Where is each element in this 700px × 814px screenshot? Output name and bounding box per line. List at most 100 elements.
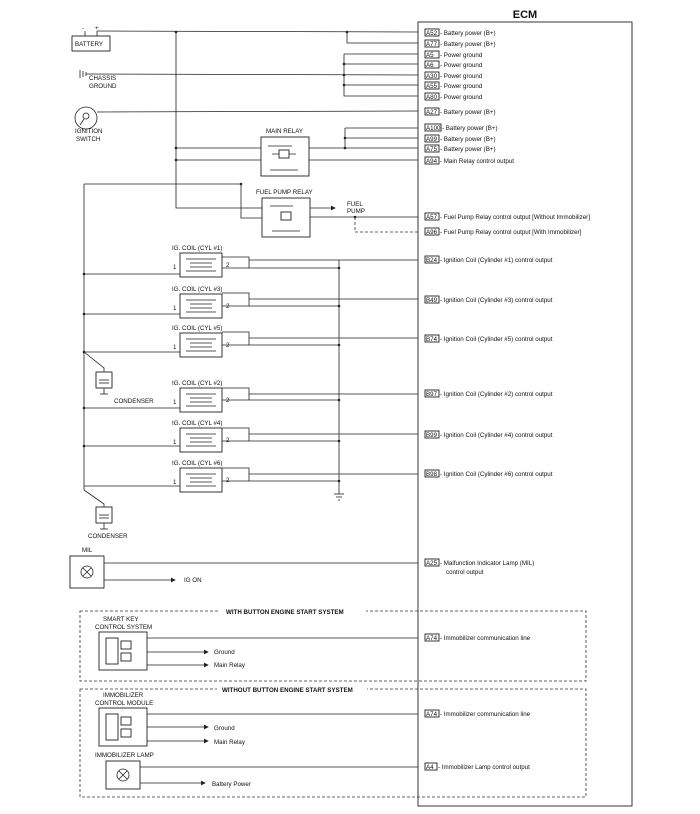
battery-plus: + <box>95 25 99 32</box>
coil-pin1: 1 <box>173 479 177 486</box>
chassis-label-2: GROUND <box>89 83 117 90</box>
pin-desc: - Battery power (B+) <box>442 125 498 132</box>
pin-desc: - Battery power (B+) <box>440 136 496 143</box>
pin-row: A74 - Immobilizer communication line <box>424 709 531 718</box>
pin-desc: - Immobilizer communication line <box>440 711 531 718</box>
pin-label: A74 <box>426 711 438 718</box>
pin-label: A6 <box>426 62 434 69</box>
pin-label: B98 <box>426 471 438 478</box>
pin-desc: - Ignition Coil (Cylinder #4) control ou… <box>440 432 553 439</box>
pin-desc: - Battery power (B+) <box>440 41 496 48</box>
coil-pin2: 2 <box>226 477 230 484</box>
pin-row: A94 - Main Relay control output <box>424 156 514 165</box>
ignition-label-1: IGNITION <box>75 128 103 135</box>
pin-label: A27 <box>426 109 438 116</box>
ig-on-label: IG ON <box>184 577 202 584</box>
pin-label: A5 <box>426 52 434 59</box>
pin-row: B74 - Ignition Coil (Cylinder #5) contro… <box>424 334 553 343</box>
pin-row: A75 - Battery power (B+) <box>424 144 496 153</box>
pin-row: A5 - Power ground <box>424 50 483 59</box>
immobilizer-lamp-label: IMMOBILIZER LAMP <box>95 752 154 759</box>
pin-desc: - Ignition Coil (Cylinder #2) control ou… <box>440 391 553 398</box>
pin-label: B24 <box>426 257 438 264</box>
pin-desc: - Power ground <box>440 73 483 80</box>
pin-desc-line2: control output <box>446 569 484 576</box>
pin-label: A57 <box>426 214 438 221</box>
coil-label: IG. COIL (CYL #3) <box>172 286 222 293</box>
condenser: CONDENSER <box>83 351 154 405</box>
pin-row: A100 - Battery power (B+) <box>424 123 498 132</box>
pin-label: B49 <box>426 297 438 304</box>
coil-ground-symbol <box>334 493 344 501</box>
mil: MIL <box>69 547 105 589</box>
pin-desc: - Power ground <box>440 62 483 69</box>
ground-label: Ground <box>214 649 235 656</box>
lamp-icon <box>80 565 94 579</box>
battery-label: BATTERY <box>75 41 103 48</box>
pin-row: A77 - Battery power (B+) <box>424 39 496 48</box>
pin-desc: - Fuel Pump Relay control output [With I… <box>440 229 582 236</box>
mil-label: MIL <box>82 547 93 554</box>
module-label-2: CONTROL SYSTEM <box>95 624 152 631</box>
pin-desc: - Battery power (B+) <box>440 109 496 116</box>
module-label-2: CONTROL MODULE <box>95 700 153 707</box>
pin-label: A74 <box>426 635 438 642</box>
pin-row: B97 - Ignition Coil (Cylinder #2) contro… <box>424 389 553 398</box>
pin-desc: - Immobilizer Lamp control output <box>438 764 530 771</box>
condenser-label: CONDENSER <box>114 398 154 405</box>
coil-pin1: 1 <box>173 264 177 271</box>
pin-row: A55 - Power ground <box>424 81 483 90</box>
lamp-icon <box>116 768 130 782</box>
pin-desc: - Ignition Coil (Cylinder #1) control ou… <box>440 257 553 264</box>
pin-label: B74 <box>426 336 438 343</box>
pin-label: A99 <box>426 136 438 143</box>
pin-label: A55 <box>426 83 438 90</box>
pin-desc: - Power ground <box>440 94 483 101</box>
fuel-pump-label-1: FUEL <box>347 201 363 208</box>
module-label-1: IMMOBILIZER <box>103 692 144 699</box>
pin-label: A25 <box>426 560 438 567</box>
pin-label: A30 <box>426 73 438 80</box>
pin-row: A96 - Fuel Pump Relay control output [Wi… <box>424 227 582 236</box>
pin-row: A25 - Malfunction Indicator Lamp (MIL) co… <box>424 558 534 576</box>
condenser-label: CONDENSER <box>88 533 128 540</box>
coil-label: IG. COIL (CYL #6) <box>172 460 222 467</box>
pin-label: A75 <box>426 146 438 153</box>
coil-pin1: 1 <box>173 439 177 446</box>
ignition-coil: IG. COIL (CYL #2) 1 2 <box>84 380 418 413</box>
coil-label: IG. COIL (CYL #2) <box>172 380 222 387</box>
ignition-coil: IG. COIL (CYL #5) 1 2 <box>84 325 418 358</box>
ignition-coil: IG. COIL (CYL #6) 1 2 <box>84 460 418 493</box>
pin-label: A80 <box>426 94 438 101</box>
pin-label: A77 <box>426 41 438 48</box>
battery: - + BATTERY <box>71 25 111 52</box>
pin-label: B99 <box>426 432 438 439</box>
section-title: WITH BUTTON ENGINE START SYSTEM <box>226 609 344 616</box>
ecm-pin-list: A52 - Battery power (B+) A77 - Battery p… <box>424 28 590 771</box>
fuel-pump-relay: FUEL PUMP RELAY <box>256 189 313 238</box>
pin-desc: - Malfunction Indicator Lamp (MIL) <box>440 560 534 567</box>
ignition-coils: IG. COIL (CYL #1) 1 2 IG. COIL (CYL #3) … <box>84 245 418 493</box>
pin-row: A4 - Immobilizer Lamp control output <box>424 762 530 771</box>
pin-desc: - Immobilizer communication line <box>440 635 531 642</box>
ecm-box <box>417 21 633 807</box>
main-relay-label: MAIN RELAY <box>266 128 303 135</box>
pin-desc: - Power ground <box>440 52 483 59</box>
pin-desc: - Fuel Pump Relay control output [Withou… <box>440 214 590 221</box>
pin-row: A27 - Battery power (B+) <box>424 107 496 116</box>
pin-label: A96 <box>426 229 438 236</box>
ignition-coil: IG. COIL (CYL #3) 1 2 <box>84 286 418 319</box>
fuel-pump-label-2: PUMP <box>347 208 365 215</box>
coil-pin1: 1 <box>173 399 177 406</box>
pin-desc: - Battery power (B+) <box>440 30 496 37</box>
pin-row: A30 - Power ground <box>424 71 483 80</box>
pin-row: B99 - Ignition Coil (Cylinder #4) contro… <box>424 430 553 439</box>
section-without-button-start: WITHOUT BUTTON ENGINE START SYSTEM IMMOB… <box>79 685 587 798</box>
ignition-coil: IG. COIL (CYL #4) 1 2 <box>84 420 418 453</box>
chassis-label-1: CHASSIS <box>89 75 116 82</box>
pin-row: A6 - Power ground <box>424 60 483 69</box>
coil-label: IG. COIL (CYL #4) <box>172 420 222 427</box>
coil-pin1: 1 <box>173 344 177 351</box>
coil-pin2: 2 <box>226 342 230 349</box>
main-relay-label: Main Relay <box>214 739 246 746</box>
